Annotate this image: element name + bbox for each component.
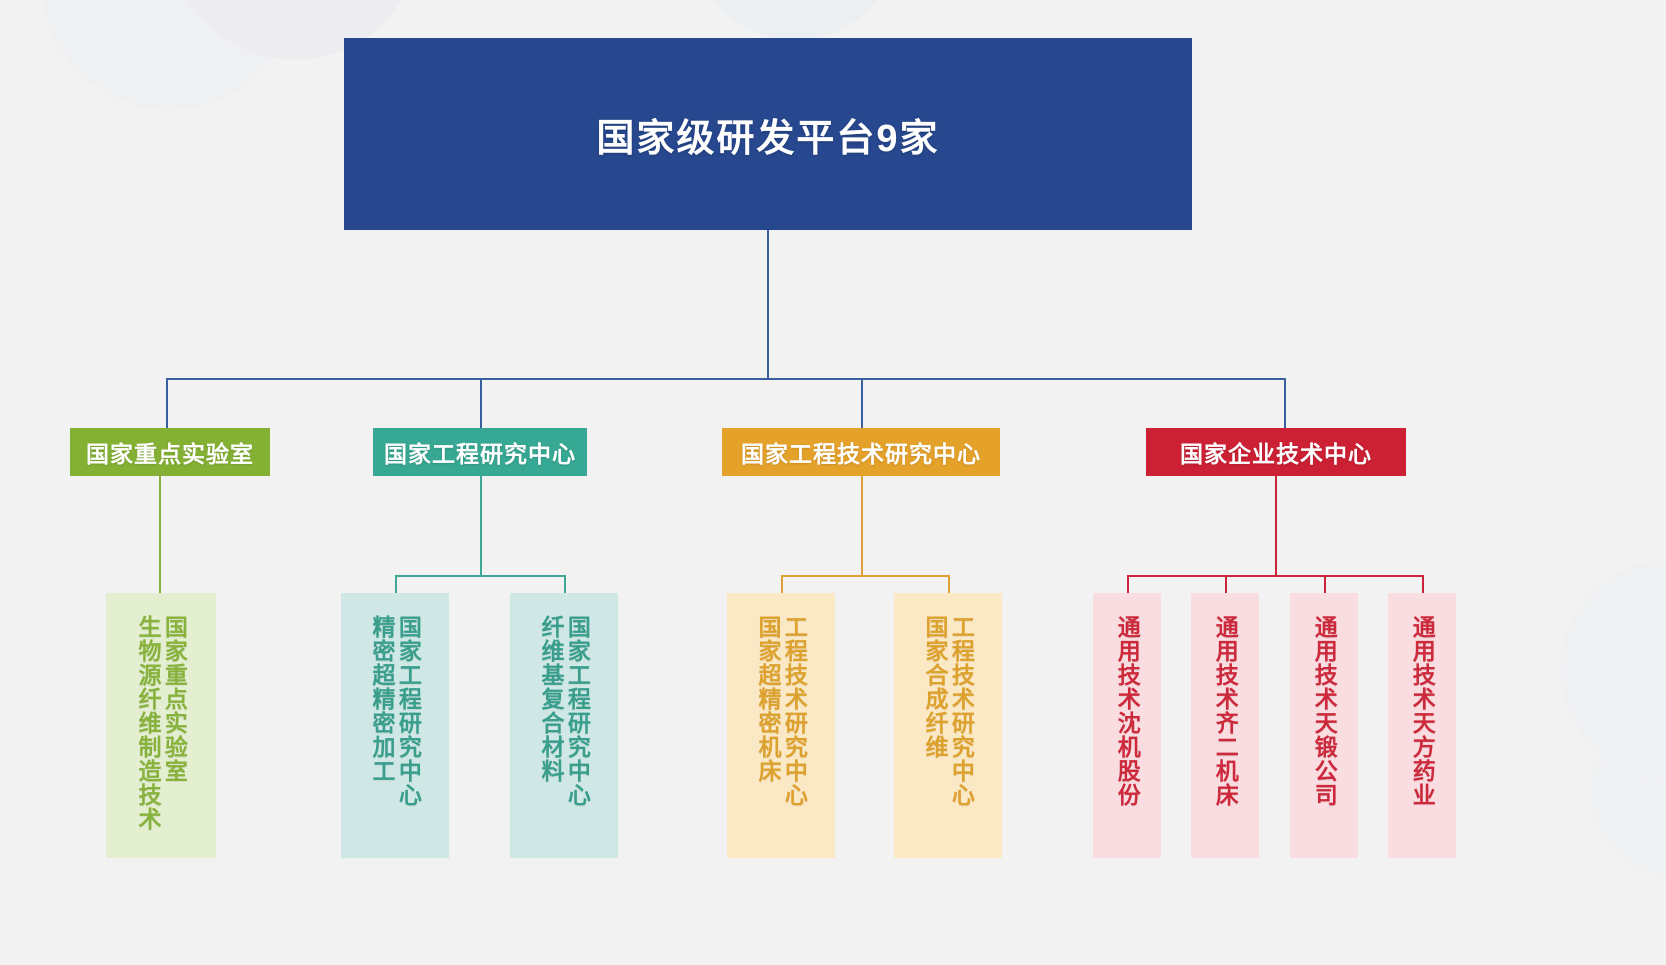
connector-orange-bus: [781, 575, 949, 577]
connector-orange-drop-2: [948, 575, 950, 594]
connector-green-to-leaf: [159, 476, 161, 593]
leaf-line-1: 通用技术齐二机床: [1212, 615, 1239, 807]
leaf-node-fiber-composites[interactable]: 国家工程研究中心 纤维基复合材料: [510, 593, 618, 858]
leaf-line-2: 国家超精密机床: [755, 615, 781, 783]
leaf-line-1: 工程技术研究中心: [948, 615, 975, 807]
connector-teal-drop-2: [564, 575, 566, 594]
connector-orange-stem: [861, 476, 863, 576]
leaf-line-1: 通用技术天方药业: [1409, 615, 1436, 807]
connector-root-bus: [166, 378, 1286, 380]
leaf-line-1: 通用技术沈机股份: [1114, 615, 1141, 807]
leaf-line-1: 国家工程研究中心: [395, 615, 422, 807]
connector-root-stem: [767, 230, 769, 379]
branch-label: 国家重点实验室: [86, 441, 254, 467]
connector-teal-stem: [480, 476, 482, 576]
branch-label: 国家工程研究中心: [384, 441, 576, 467]
connector-red-drop-1: [1127, 575, 1129, 594]
branch-node-engineering-tech-research-center[interactable]: 国家工程技术研究中心: [722, 428, 1000, 476]
leaf-line-1: 通用技术天锻公司: [1311, 615, 1338, 807]
connector-orange-drop-1: [781, 575, 783, 594]
background-blob: [1590, 700, 1666, 880]
root-node[interactable]: 国家级研发平台9家: [344, 38, 1192, 230]
leaf-line-2: 国家合成纤维: [922, 615, 948, 759]
branch-node-enterprise-tech-center[interactable]: 国家企业技术中心: [1146, 428, 1406, 476]
leaf-node-ultra-precision-machine-tool[interactable]: 工程技术研究中心 国家超精密机床: [727, 593, 835, 858]
connector-red-drop-4: [1422, 575, 1424, 594]
connector-teal-bus: [395, 575, 565, 577]
background-blob: [40, 0, 300, 110]
connector-drop-branch-3: [861, 378, 863, 428]
leaf-node-synthetic-fiber[interactable]: 工程技术研究中心 国家合成纤维: [894, 593, 1002, 858]
connector-red-drop-3: [1324, 575, 1326, 594]
branch-node-engineering-research-center[interactable]: 国家工程研究中心: [373, 428, 587, 476]
connector-drop-branch-1: [166, 378, 168, 428]
connector-teal-drop-1: [395, 575, 397, 594]
leaf-node-qier-machine-tool[interactable]: 通用技术齐二机床: [1191, 593, 1259, 858]
branch-label: 国家工程技术研究中心: [741, 441, 981, 467]
root-node-label: 国家级研发平台9家: [596, 117, 940, 160]
leaf-node-ultra-precision-machining[interactable]: 国家工程研究中心 精密超精密加工: [341, 593, 449, 858]
branch-node-national-key-lab[interactable]: 国家重点实验室: [70, 428, 270, 476]
connector-red-drop-2: [1225, 575, 1227, 594]
branch-label: 国家企业技术中心: [1180, 441, 1372, 467]
leaf-line-1: 工程技术研究中心: [781, 615, 808, 807]
leaf-node-tianfang-pharma[interactable]: 通用技术天方药业: [1388, 593, 1456, 858]
background-blob: [1560, 560, 1666, 780]
leaf-line-1: 国家工程研究中心: [564, 615, 591, 807]
connector-red-stem: [1275, 476, 1277, 576]
connector-drop-branch-4: [1284, 378, 1286, 428]
leaf-line-2: 生物源纤维制造技术: [135, 615, 161, 831]
connector-red-bus: [1127, 575, 1423, 577]
leaf-node-tianduan[interactable]: 通用技术天锻公司: [1290, 593, 1358, 858]
background-blob: [690, 0, 900, 40]
leaf-line-1: 国家重点实验室: [161, 615, 188, 783]
leaf-node-biofiber-lab[interactable]: 国家重点实验室 生物源纤维制造技术: [106, 593, 216, 858]
leaf-node-shenji[interactable]: 通用技术沈机股份: [1093, 593, 1161, 858]
leaf-line-2: 精密超精密加工: [369, 615, 395, 783]
leaf-line-2: 纤维基复合材料: [538, 615, 564, 783]
connector-drop-branch-2: [480, 378, 482, 428]
